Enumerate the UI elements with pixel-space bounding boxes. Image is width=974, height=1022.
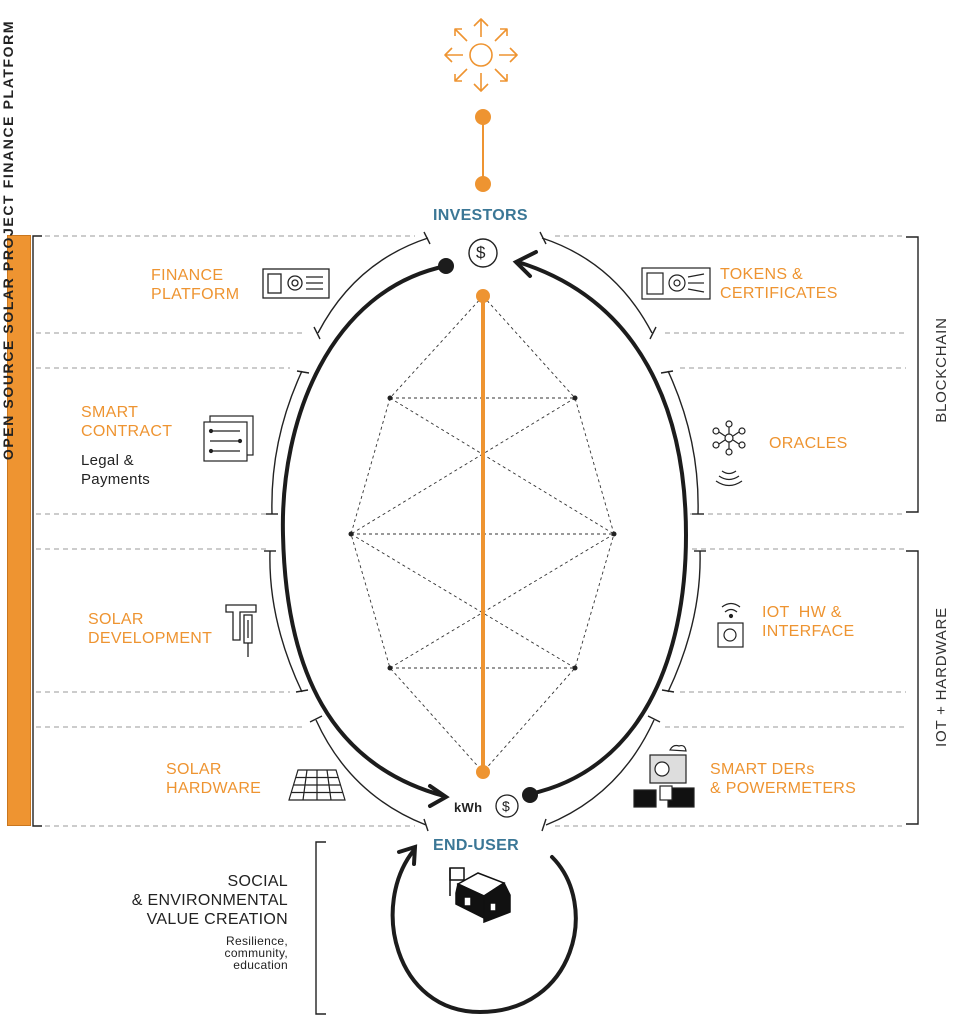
sun-icon [444,18,518,92]
connector-dot-top [475,109,491,125]
sidebar-bracket [32,235,42,827]
smart-ders-label: SMART DERs & POWERMETERS [710,761,857,797]
social-subtitle: Resilience, community, education [224,934,288,972]
solar-panel-icon [288,769,346,801]
finance-platform-label: FINANCE PLATFORM [151,267,240,303]
iot-hardware-icon [717,602,744,648]
arrow-start-dot [522,787,538,803]
iot-hw-label: IOT HW & INTERFACE [762,604,855,640]
right-brackets [906,236,919,825]
smart-ders-icon [633,744,695,808]
connector-dot-bottom [475,176,491,192]
cycle-arrows [280,250,689,808]
sidebar [7,235,31,826]
investor-dollar: $ [476,243,486,262]
social-title: SOCIAL & ENVIRONMENTAL VALUE CREATION [131,873,288,928]
smart-contract-sublabel: Legal & Payments [81,452,151,488]
solar-development-label: SOLAR DEVELOPMENT [88,611,213,647]
sidebar-title: OPEN SOURCE SOLAR PROJECT FINANCE PLATFO… [0,19,16,461]
axis-top-dot [476,289,490,303]
enduser-dollar: $ [502,798,511,814]
network-nodes [348,395,617,671]
house-icon [449,867,511,924]
blockchain-label: BLOCKCHAIN [933,317,950,423]
finance-platform-icon [262,268,330,299]
investor-coin-icon [468,238,498,268]
kwh-label: kWh [454,800,483,815]
enduser-coin-icon [495,794,519,818]
solar-hardware-label: SOLAR HARDWARE [166,761,262,797]
smart-contract-label: SMART CONTRACT [81,404,173,440]
tokens-certificates-label: TOKENS & CERTIFICATES [720,266,838,302]
social-cycle-arrow [390,844,578,1015]
smart-contract-icon [203,415,254,462]
axis-bottom-dot [476,765,490,779]
tokens-certificates-icon [641,267,711,300]
row-separators [36,235,906,827]
end-user-label: END-USER [433,837,519,854]
investors-label: INVESTORS [433,207,528,224]
solar-development-icon [225,604,257,657]
thin-arcs [264,231,706,832]
iot-hardware-label: IOT + HARDWARE [933,607,950,747]
oracles-label: ORACLES [769,435,848,452]
arrow-start-dot [438,258,454,274]
social-bracket [315,841,326,1015]
oracles-icon [712,420,746,487]
